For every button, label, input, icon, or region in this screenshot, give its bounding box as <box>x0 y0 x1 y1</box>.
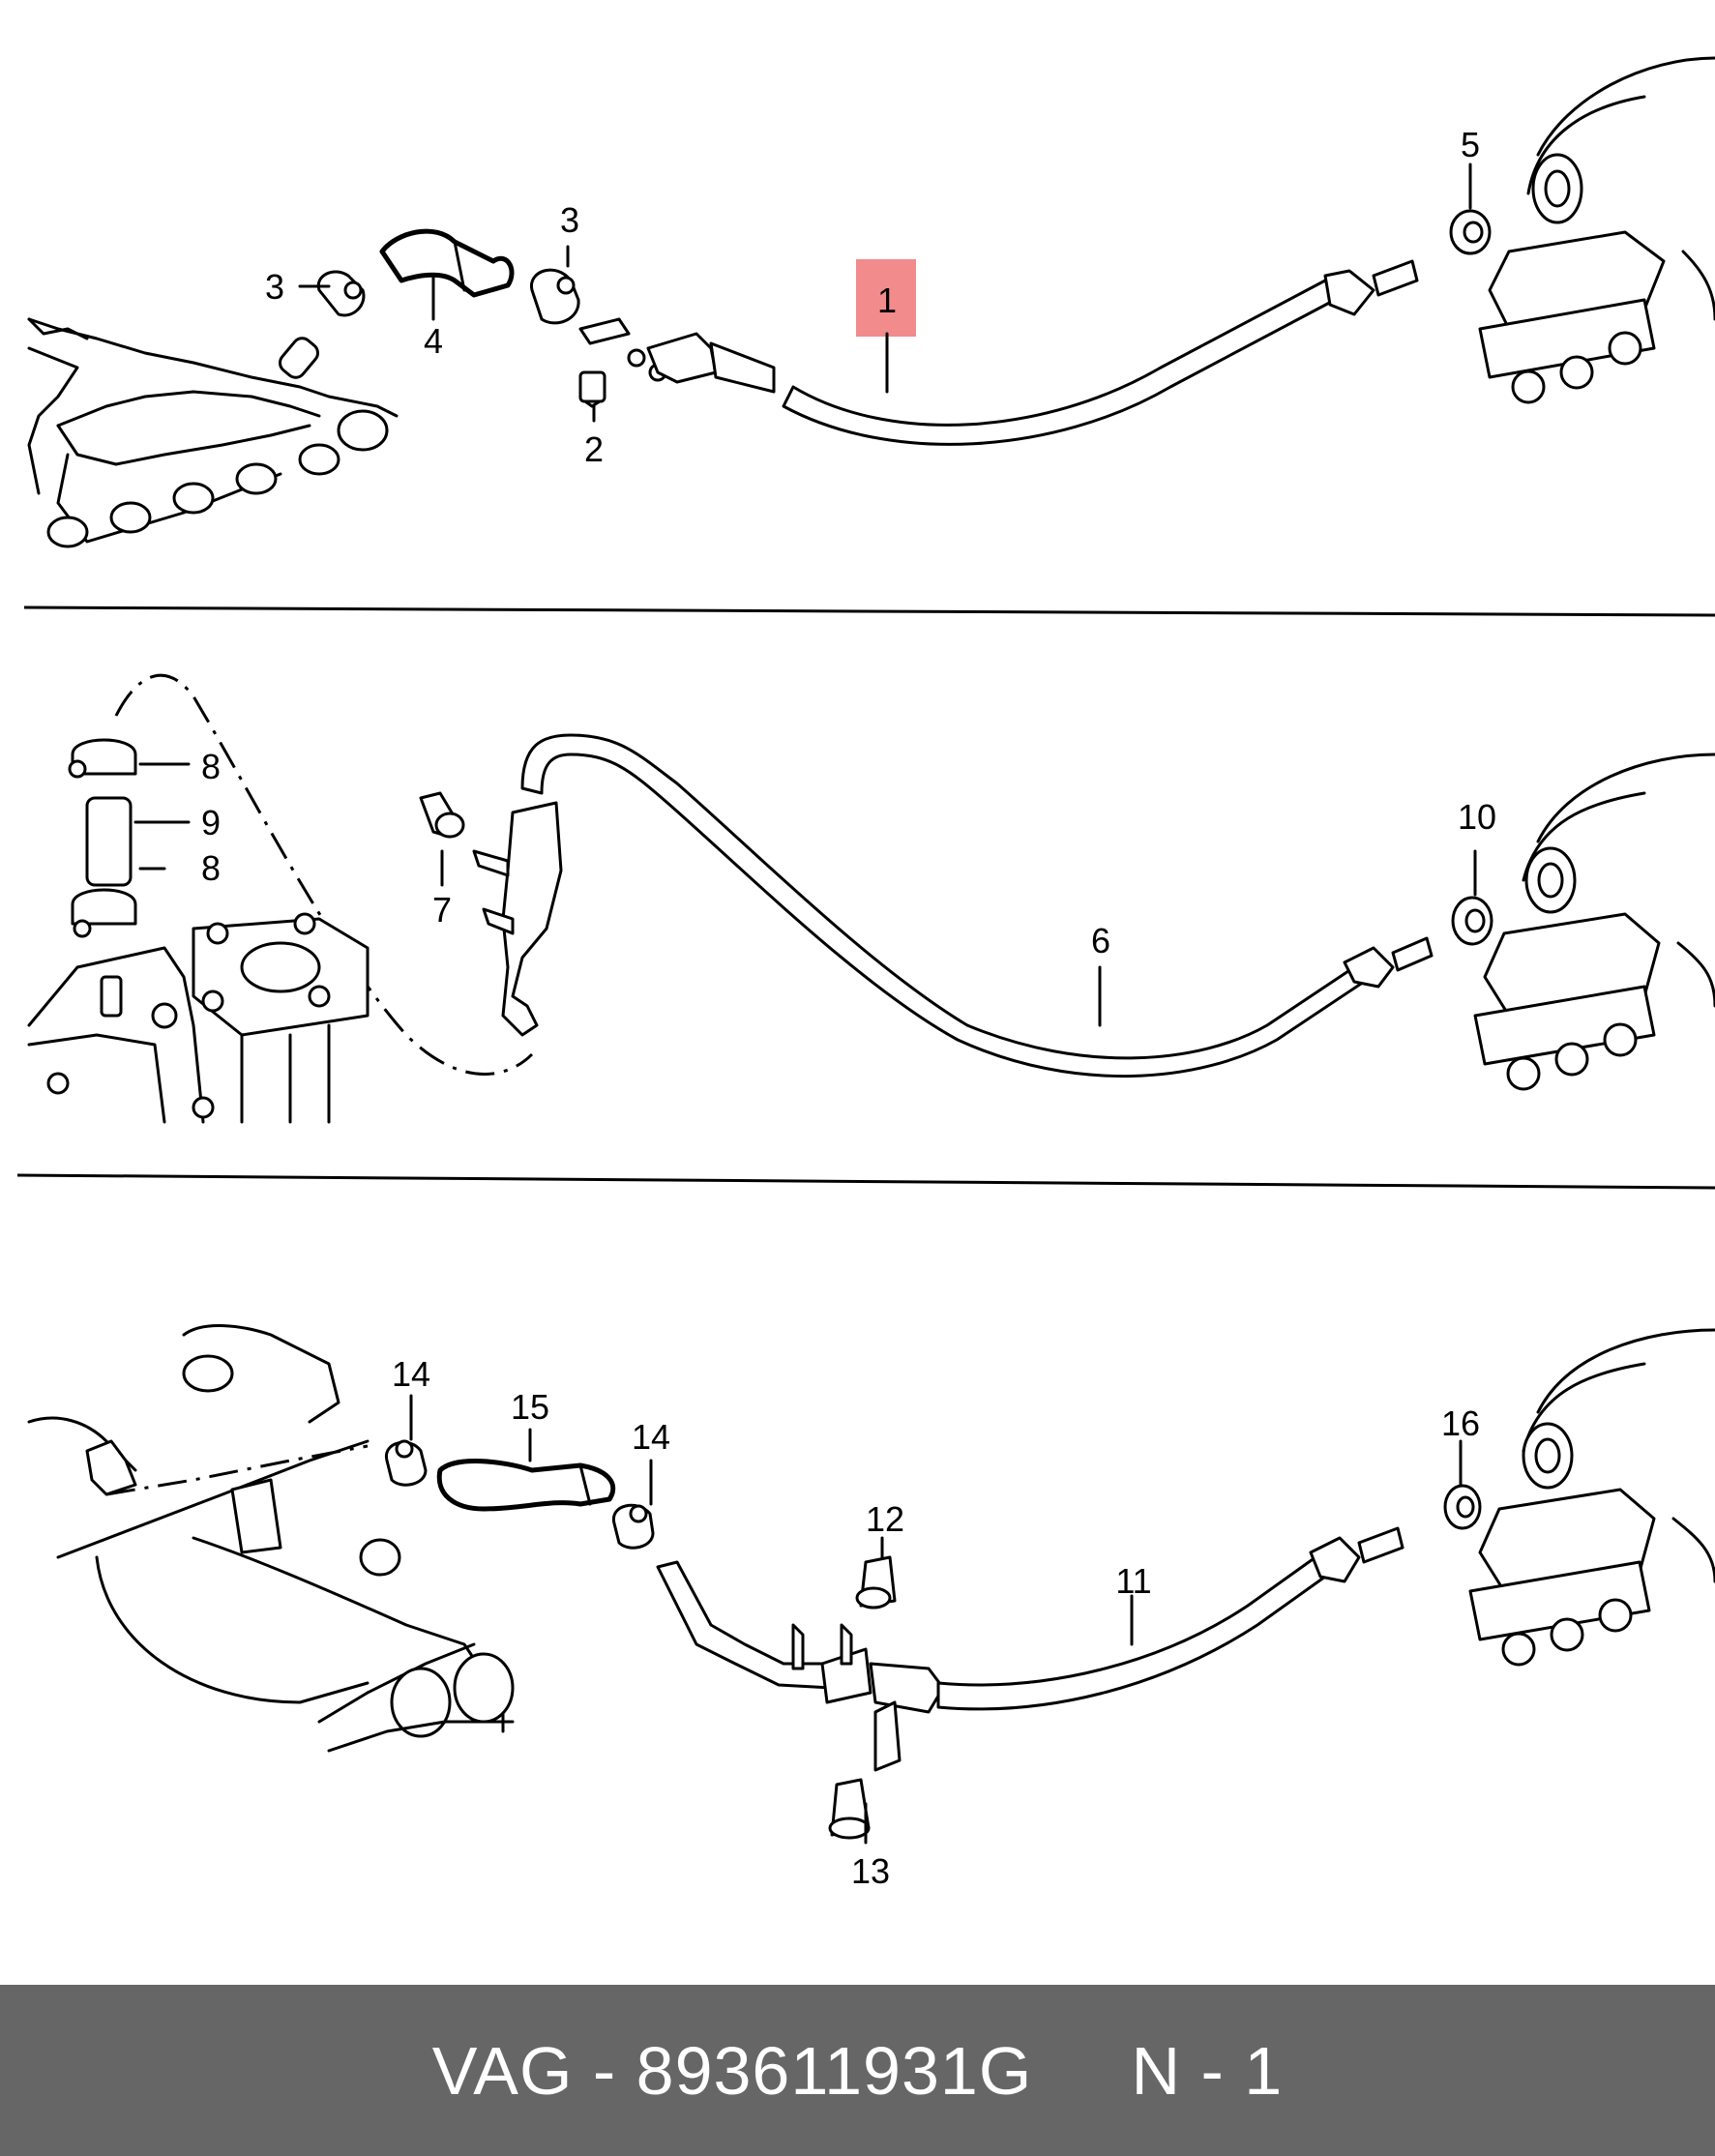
callout-16: 16 <box>1441 1403 1480 1443</box>
callout-6: 6 <box>1091 921 1110 960</box>
section-2-assembly <box>27 673 1715 1124</box>
callout-8-bottom: 8 <box>201 848 221 888</box>
callout-10: 10 <box>1458 797 1496 837</box>
callout-3-right: 3 <box>560 200 579 240</box>
callout-3-left: 3 <box>265 267 284 307</box>
section-1-assembly <box>27 56 1715 548</box>
callout-7: 7 <box>432 890 452 930</box>
callout-14-right: 14 <box>632 1417 670 1457</box>
callout-2: 2 <box>584 429 604 469</box>
callout-4: 4 <box>424 321 443 361</box>
callout-13: 13 <box>851 1851 890 1891</box>
section-divider-1 <box>23 605 1715 617</box>
callout-5: 5 <box>1461 125 1480 164</box>
callout-9: 9 <box>201 803 221 842</box>
callout-15: 15 <box>511 1387 549 1427</box>
callout-8-top: 8 <box>201 747 221 786</box>
callout-14-left: 14 <box>392 1354 430 1394</box>
part-number-text: VAG - 893611931G N - 1 <box>431 2032 1284 2109</box>
part-number-footer: VAG - 893611931G N - 1 <box>0 1985 1715 2156</box>
leader-lines <box>133 162 1477 1845</box>
highlighted-part-marker <box>856 259 916 337</box>
callout-labels: 1 2 3 3 4 5 6 7 8 9 8 10 11 12 13 14 14 … <box>201 125 1496 1891</box>
callout-12: 12 <box>866 1499 904 1539</box>
section-divider-2 <box>16 1173 1715 1190</box>
exploded-view-diagram: 1 2 3 3 4 5 6 7 8 9 8 10 11 12 13 14 14 … <box>16 56 1715 1891</box>
section-3-assembly <box>27 1324 1715 1840</box>
callout-11: 11 <box>1115 1561 1151 1601</box>
callout-1: 1 <box>877 281 897 320</box>
